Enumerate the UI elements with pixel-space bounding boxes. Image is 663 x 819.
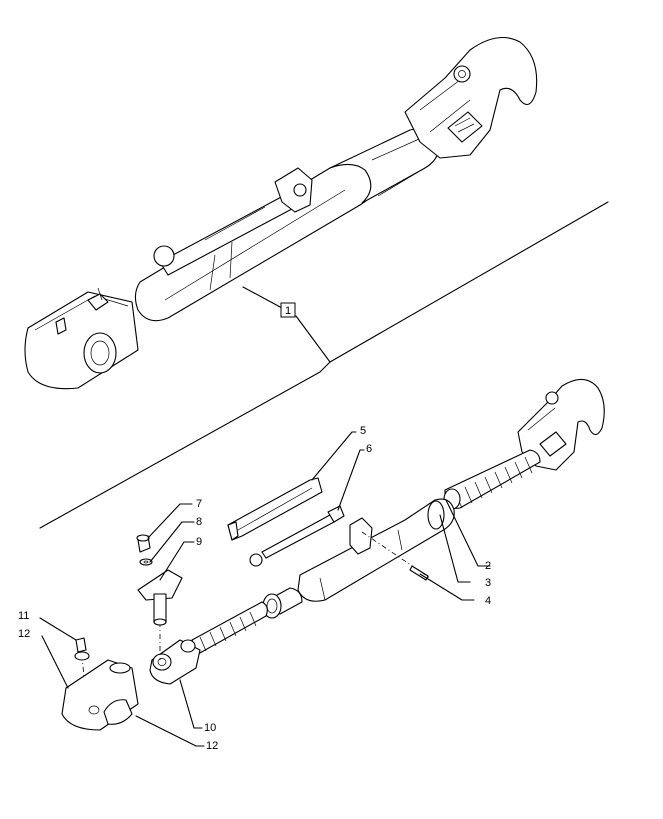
callout-label-5: 5 [360,425,366,437]
callout-label-9: 9 [196,536,202,548]
bolt [136,534,151,553]
callout-box-1 [280,302,296,318]
callout-label-7: 7 [196,498,202,510]
grease-nipple [74,637,90,661]
bracket-plate [137,569,183,626]
washer [139,558,153,566]
hook-assembly [517,378,605,471]
barrel [297,498,455,602]
end-block [61,659,139,731]
callout-label-3: 3 [485,577,491,589]
assembled-top-link [24,36,538,390]
rod-with-knob [249,505,345,567]
callout-label-1: 1 [285,305,291,317]
threaded-spindle-right [443,449,541,510]
callout-label-10: 10 [204,722,216,734]
lever-knob [153,245,175,267]
threaded-spindle-left [191,601,268,655]
callout-label-12-upper: 12 [18,628,30,640]
sleeve [262,587,303,619]
callout-1-leaders [242,286,331,363]
separator-line [39,201,609,529]
callout-label-11: 11 [18,610,29,622]
callout-label-12-lower: 12 [206,740,218,752]
callout-label-4: 4 [485,595,491,607]
callout-label-8: 8 [196,516,202,528]
callout-label-2: 2 [485,560,491,572]
eye-end [149,639,201,685]
callout-label-6: 6 [366,443,372,455]
axis-line-pin [361,531,431,579]
lever-arm [227,477,323,541]
callout-leaders [39,431,491,747]
